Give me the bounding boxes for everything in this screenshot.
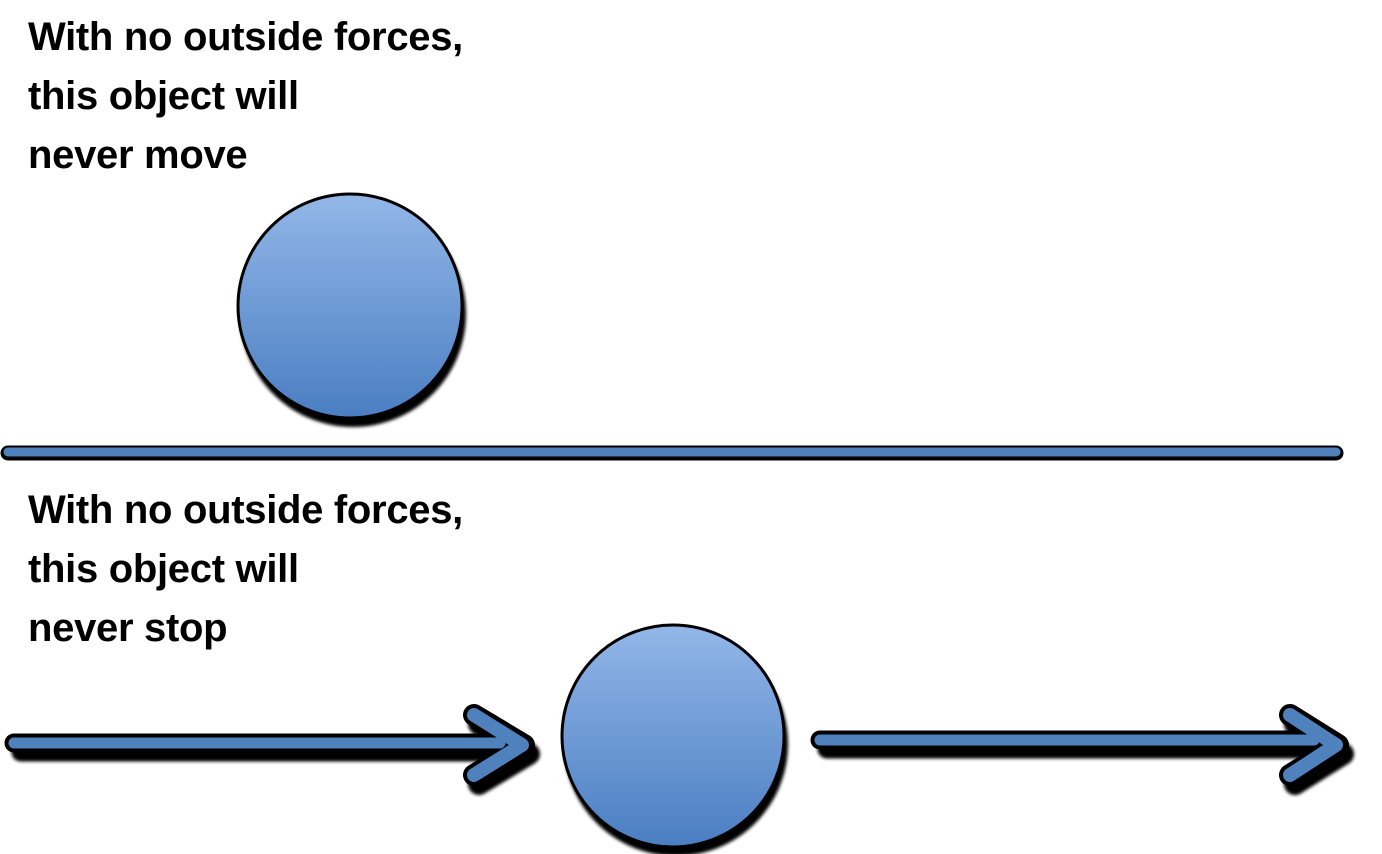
motion-arrow-left-shadow [11, 713, 540, 795]
ball-in-motion-shape [560, 623, 786, 849]
motion-arrow-right [810, 704, 1354, 795]
caption-never-stop: With no outside forces, this object will… [28, 488, 463, 650]
motion-arrow-right-fill [814, 708, 1343, 782]
ball-at-rest-shape [236, 192, 464, 420]
motion-arrow-left-fill [8, 708, 529, 782]
ground-line [0, 445, 1347, 468]
ball-in-motion [560, 623, 788, 854]
motion-arrow-left [4, 704, 540, 795]
ball-at-rest [236, 192, 466, 427]
caption-never-move: With no outside forces, this object will… [28, 15, 463, 177]
